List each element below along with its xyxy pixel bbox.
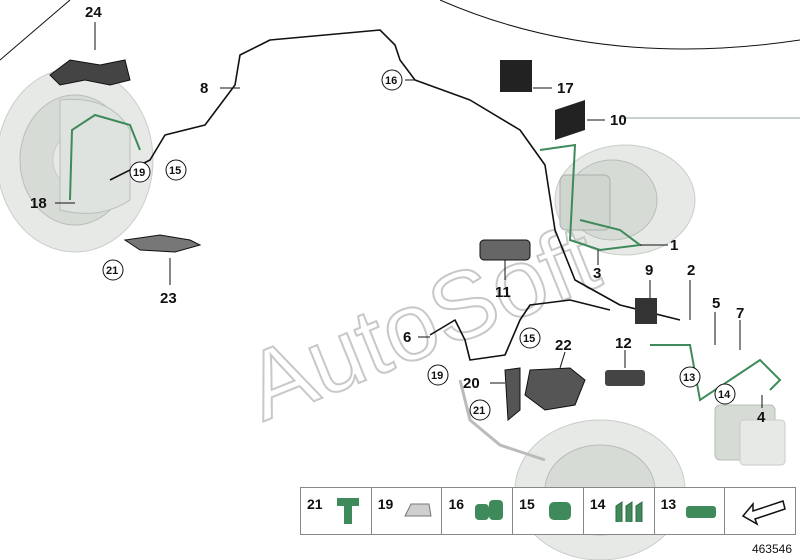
callout-17: 17 bbox=[557, 80, 574, 97]
callout-19b: 19 bbox=[431, 370, 443, 382]
legend-item[interactable] bbox=[725, 488, 795, 534]
bolt-icon bbox=[336, 498, 359, 524]
callout-20: 20 bbox=[463, 375, 480, 392]
triple-clip-icon bbox=[615, 501, 643, 522]
arrow-icon bbox=[742, 500, 787, 526]
legend-number: 13 bbox=[660, 496, 677, 512]
callout-22: 22 bbox=[555, 337, 572, 354]
part-10 bbox=[555, 100, 585, 140]
callout-21a: 21 bbox=[106, 265, 118, 277]
part-11-clips bbox=[479, 239, 531, 261]
callout-4: 4 bbox=[757, 409, 766, 426]
clip-icon bbox=[404, 503, 433, 517]
legend-number: 19 bbox=[377, 496, 394, 512]
legend-item[interactable]: 14 bbox=[584, 488, 655, 534]
brake-line-front bbox=[429, 299, 611, 361]
leader-lines bbox=[55, 22, 763, 408]
booster-lines bbox=[539, 143, 643, 252]
callout-10: 10 bbox=[610, 112, 627, 129]
legend-item[interactable]: 19 bbox=[372, 488, 443, 534]
callout-7: 7 bbox=[736, 305, 744, 322]
callout-23: 23 bbox=[160, 290, 177, 307]
callout-15b: 15 bbox=[523, 333, 535, 345]
brake-line-lower bbox=[458, 379, 546, 462]
brake-line-main bbox=[109, 29, 681, 321]
brake-booster bbox=[554, 144, 696, 256]
legend-number: 15 bbox=[519, 496, 535, 512]
callout-14: 14 bbox=[718, 389, 731, 401]
callout-8: 8 bbox=[200, 80, 208, 97]
holder-icon bbox=[548, 502, 571, 520]
hood-outline bbox=[439, 0, 800, 50]
part-17 bbox=[500, 60, 532, 92]
multi-holder-icon bbox=[686, 506, 717, 518]
rear-brake-disc bbox=[0, 67, 154, 253]
part-20-bracket bbox=[504, 367, 521, 422]
callout-5: 5 bbox=[712, 295, 720, 312]
legend-item[interactable]: 16 bbox=[442, 488, 514, 534]
part-9-holder bbox=[635, 298, 657, 324]
callout-19a: 19 bbox=[133, 167, 145, 179]
part-22-bracket bbox=[524, 367, 586, 411]
diagram-reference-number: 463546 bbox=[751, 542, 792, 556]
legend-item[interactable]: 13 bbox=[655, 488, 726, 534]
callout-18: 18 bbox=[30, 195, 47, 212]
body-outline bbox=[0, 0, 71, 61]
rear-brake-hose bbox=[69, 113, 141, 201]
callout-24: 24 bbox=[85, 4, 102, 21]
legend-item[interactable]: 15 bbox=[513, 488, 584, 534]
callout-21b: 21 bbox=[473, 405, 485, 417]
callout-6: 6 bbox=[403, 329, 411, 346]
bracket-23 bbox=[123, 234, 202, 253]
callout-12: 12 bbox=[615, 335, 632, 352]
callout-15a: 15 bbox=[169, 165, 181, 177]
callout-9: 9 bbox=[645, 262, 653, 279]
parts-legend: 21 19 16 15 14 13 bbox=[300, 487, 796, 535]
part-12-clips bbox=[605, 370, 645, 386]
bracket-24 bbox=[49, 59, 131, 86]
callout-1: 1 bbox=[670, 237, 678, 254]
abs-unit bbox=[714, 404, 786, 466]
legend-number: 14 bbox=[589, 496, 606, 512]
legend-item[interactable]: 21 bbox=[301, 488, 372, 534]
callout-2: 2 bbox=[687, 262, 695, 279]
legend-number: 16 bbox=[448, 496, 465, 512]
front-lines bbox=[650, 344, 782, 402]
callout-16: 16 bbox=[385, 75, 397, 87]
callout-3: 3 bbox=[593, 265, 601, 282]
callout-13: 13 bbox=[683, 372, 695, 384]
double-holder-icon bbox=[475, 500, 504, 520]
legend-number: 21 bbox=[307, 496, 323, 512]
callout-11: 11 bbox=[495, 284, 511, 301]
